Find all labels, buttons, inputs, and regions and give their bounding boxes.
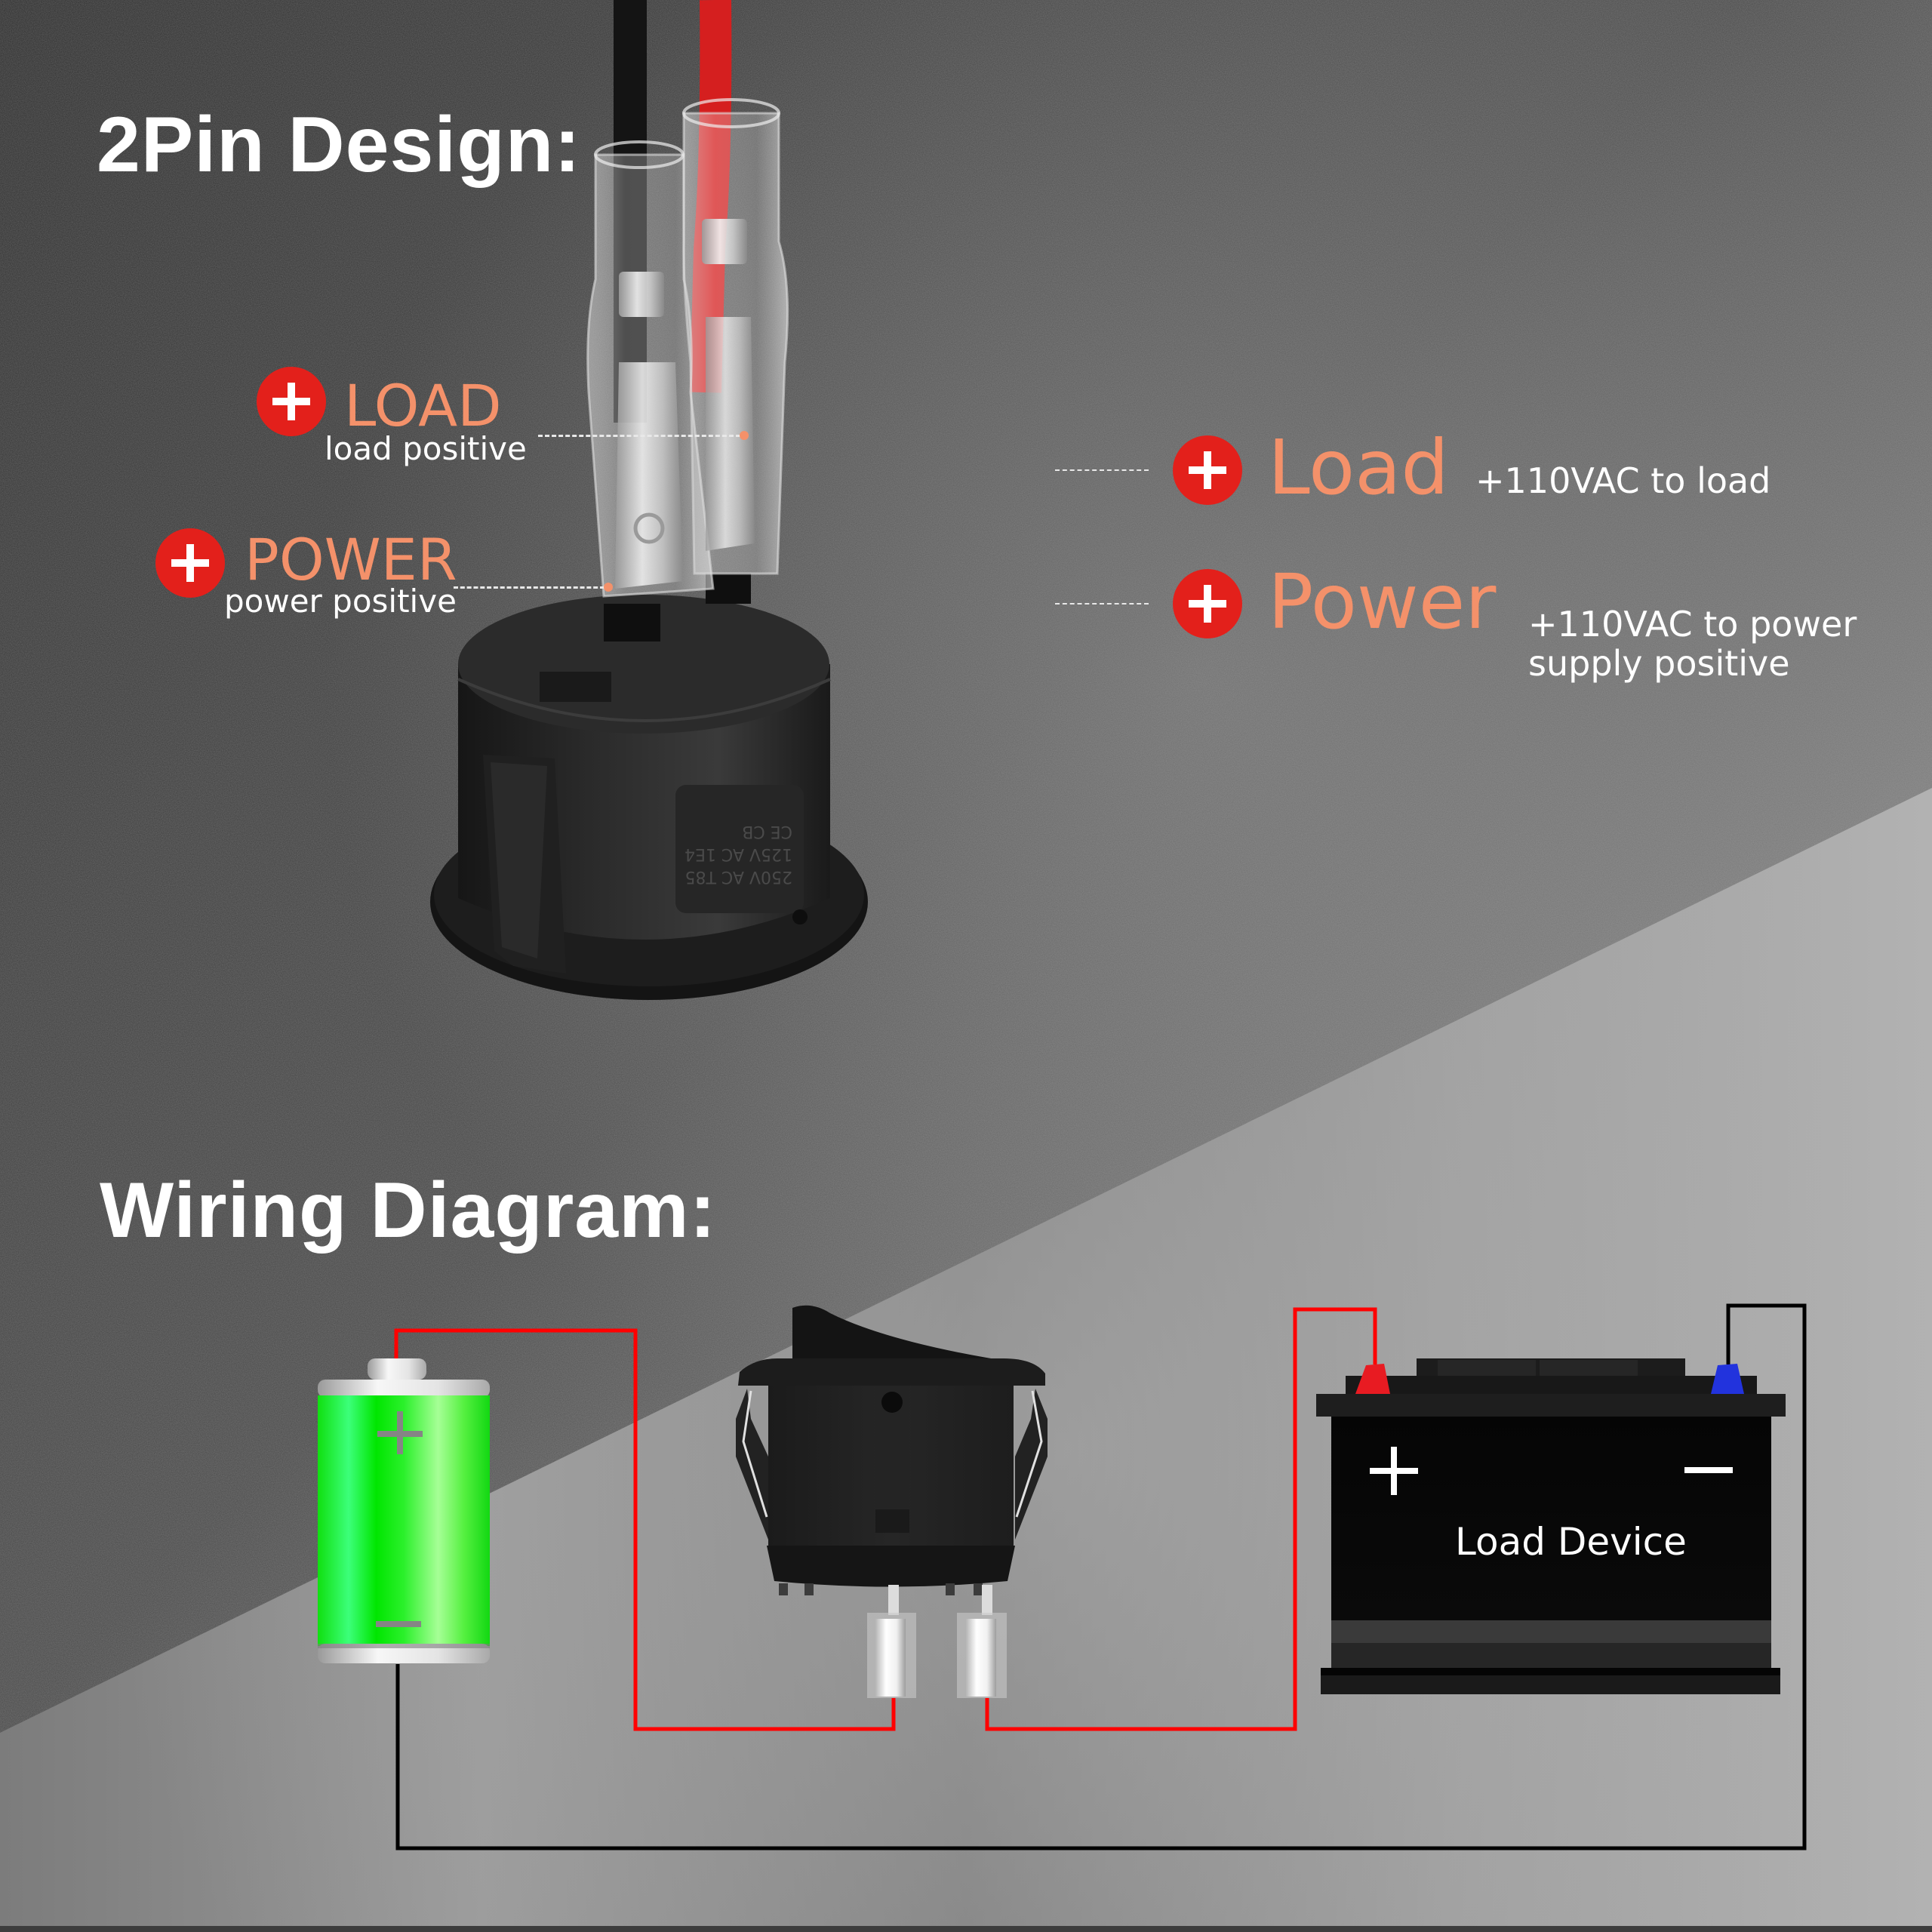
- power-legend-dash: [1055, 603, 1149, 605]
- load-sublabel: load positive: [325, 430, 527, 467]
- negative-terminal: [1711, 1364, 1744, 1394]
- load-device-icon: [1316, 1358, 1786, 1694]
- power-plus-icon: [155, 528, 225, 598]
- load-label: LOAD: [344, 372, 502, 439]
- load-legend-plus-icon: [1173, 435, 1242, 505]
- wiring-diagram: [318, 1303, 1807, 1850]
- pin-design-title: 2Pin Design:: [97, 101, 581, 189]
- power-sublabel: power positive: [224, 583, 457, 620]
- rocker-switch-product-image: 250V AC T85 125V AC 1E4 CE CB: [430, 0, 868, 1000]
- wire-load-to-battery-negative: [395, 1303, 1807, 1850]
- power-leader-line: [454, 586, 605, 589]
- svg-text:CE CB: CE CB: [742, 822, 792, 841]
- wire-switch-to-load: [985, 1307, 1377, 1731]
- power-label: POWER: [245, 526, 457, 593]
- power-pin-marker: [604, 583, 613, 592]
- load-pin-marker: [740, 431, 749, 440]
- svg-text:250V AC T85: 250V AC T85: [685, 867, 792, 886]
- switch-terminal-2: [957, 1613, 1007, 1698]
- load-legend-label: Load: [1268, 423, 1449, 512]
- switch-terminal-1: [867, 1613, 916, 1698]
- load-leader-line: [538, 435, 740, 437]
- svg-text:125V AC 1E4: 125V AC 1E4: [685, 844, 792, 863]
- load-legend-description: +110VAC to load: [1475, 460, 1771, 501]
- power-legend-description-line1: +110VAC to power: [1528, 604, 1857, 645]
- positive-terminal: [1355, 1364, 1390, 1394]
- load-device-label: Load Device: [1455, 1520, 1687, 1564]
- wiring-diagram-title: Wiring Diagram:: [100, 1167, 717, 1254]
- power-legend-plus-icon: [1173, 569, 1242, 638]
- load-plus-icon: [257, 367, 326, 436]
- wire-battery-to-switch: [394, 1328, 896, 1731]
- load-legend-dash: [1055, 469, 1149, 471]
- power-legend-label: Power: [1268, 558, 1497, 646]
- power-legend-description-line2: supply positive: [1528, 643, 1790, 684]
- rocker-switch-icon: [736, 1305, 1048, 1615]
- battery-icon: [318, 1358, 490, 1663]
